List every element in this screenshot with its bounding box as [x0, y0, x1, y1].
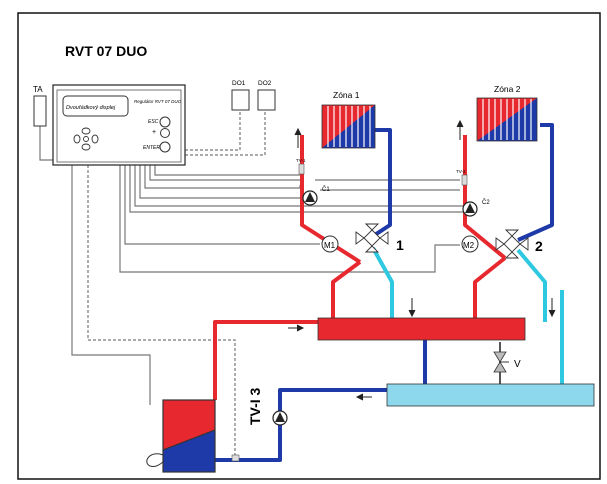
- return-collector: [386, 383, 595, 407]
- dashed-wiring: [87, 110, 266, 455]
- radiator-zone-1: [321, 104, 376, 149]
- ta-sensor: [33, 95, 47, 127]
- pump-c2-icon: [462, 201, 478, 217]
- mixing-valve-1-icon: [355, 223, 389, 253]
- valve-2-number: 2: [535, 238, 543, 254]
- actuator-m2-icon: [461, 235, 479, 253]
- esc-button[interactable]: [159, 116, 171, 128]
- valve-1-number: 1: [396, 237, 404, 253]
- actuator-m1-icon: [321, 235, 339, 253]
- do2-label: DO2: [258, 80, 272, 87]
- enter-button[interactable]: [159, 141, 171, 153]
- pump-c1-icon: [302, 190, 318, 206]
- flow-arrow-icon: [294, 119, 464, 148]
- tv2-label: TV-2: [456, 169, 466, 174]
- pump-c1-label: Č1: [322, 186, 330, 193]
- do1-sensor: [231, 89, 250, 111]
- supply-distributor: [317, 317, 526, 341]
- boiler-inlet-icon: [146, 453, 164, 467]
- tv1-label: TV-1: [296, 158, 306, 163]
- pump-c2-label: Č2: [482, 199, 490, 206]
- horizontal-arrow-icon: [288, 324, 372, 401]
- display-screen: [62, 95, 129, 117]
- bypass-valve-icon: [493, 351, 509, 373]
- tv3-sensor: [231, 454, 240, 462]
- arrow-keypad-icon[interactable]: [73, 127, 99, 151]
- zone-1-label: Zóna 1: [333, 90, 360, 100]
- return-arrow-icon: [408, 298, 556, 318]
- zone-2-label: Zóna 2: [494, 84, 521, 94]
- actuator-m2-label: M2: [463, 241, 475, 250]
- do2-sensor: [257, 89, 276, 111]
- mixing-valve-2-icon: [495, 229, 529, 259]
- actuator-m1-label: M1: [324, 241, 336, 250]
- enter-label: ENTER: [143, 145, 160, 151]
- boiler-pump-icon: [272, 410, 288, 426]
- ta-label: TA: [33, 85, 43, 94]
- diagram-title: RVT 07 DUO: [65, 43, 147, 59]
- do1-label: DO1: [232, 80, 246, 87]
- wiring: [39, 125, 470, 405]
- tv1-sensor: [298, 163, 305, 175]
- tv2-sensor: [461, 174, 468, 186]
- controller: Dvouřádkový displej Regulátor RVT 07 DUO…: [52, 84, 186, 166]
- esc-label: ESC: [148, 119, 159, 125]
- plus-label: +: [152, 129, 156, 136]
- bypass-valve-label: V: [514, 359, 521, 370]
- display-label: Dvouřádkový displej: [66, 105, 116, 111]
- tv3-label: TV-I 3: [247, 387, 263, 425]
- radiator-zone-2: [476, 97, 538, 142]
- plus-button[interactable]: [160, 128, 170, 138]
- boiler: [162, 399, 216, 473]
- regulator-label: Regulátor RVT 07 DUO: [134, 99, 182, 104]
